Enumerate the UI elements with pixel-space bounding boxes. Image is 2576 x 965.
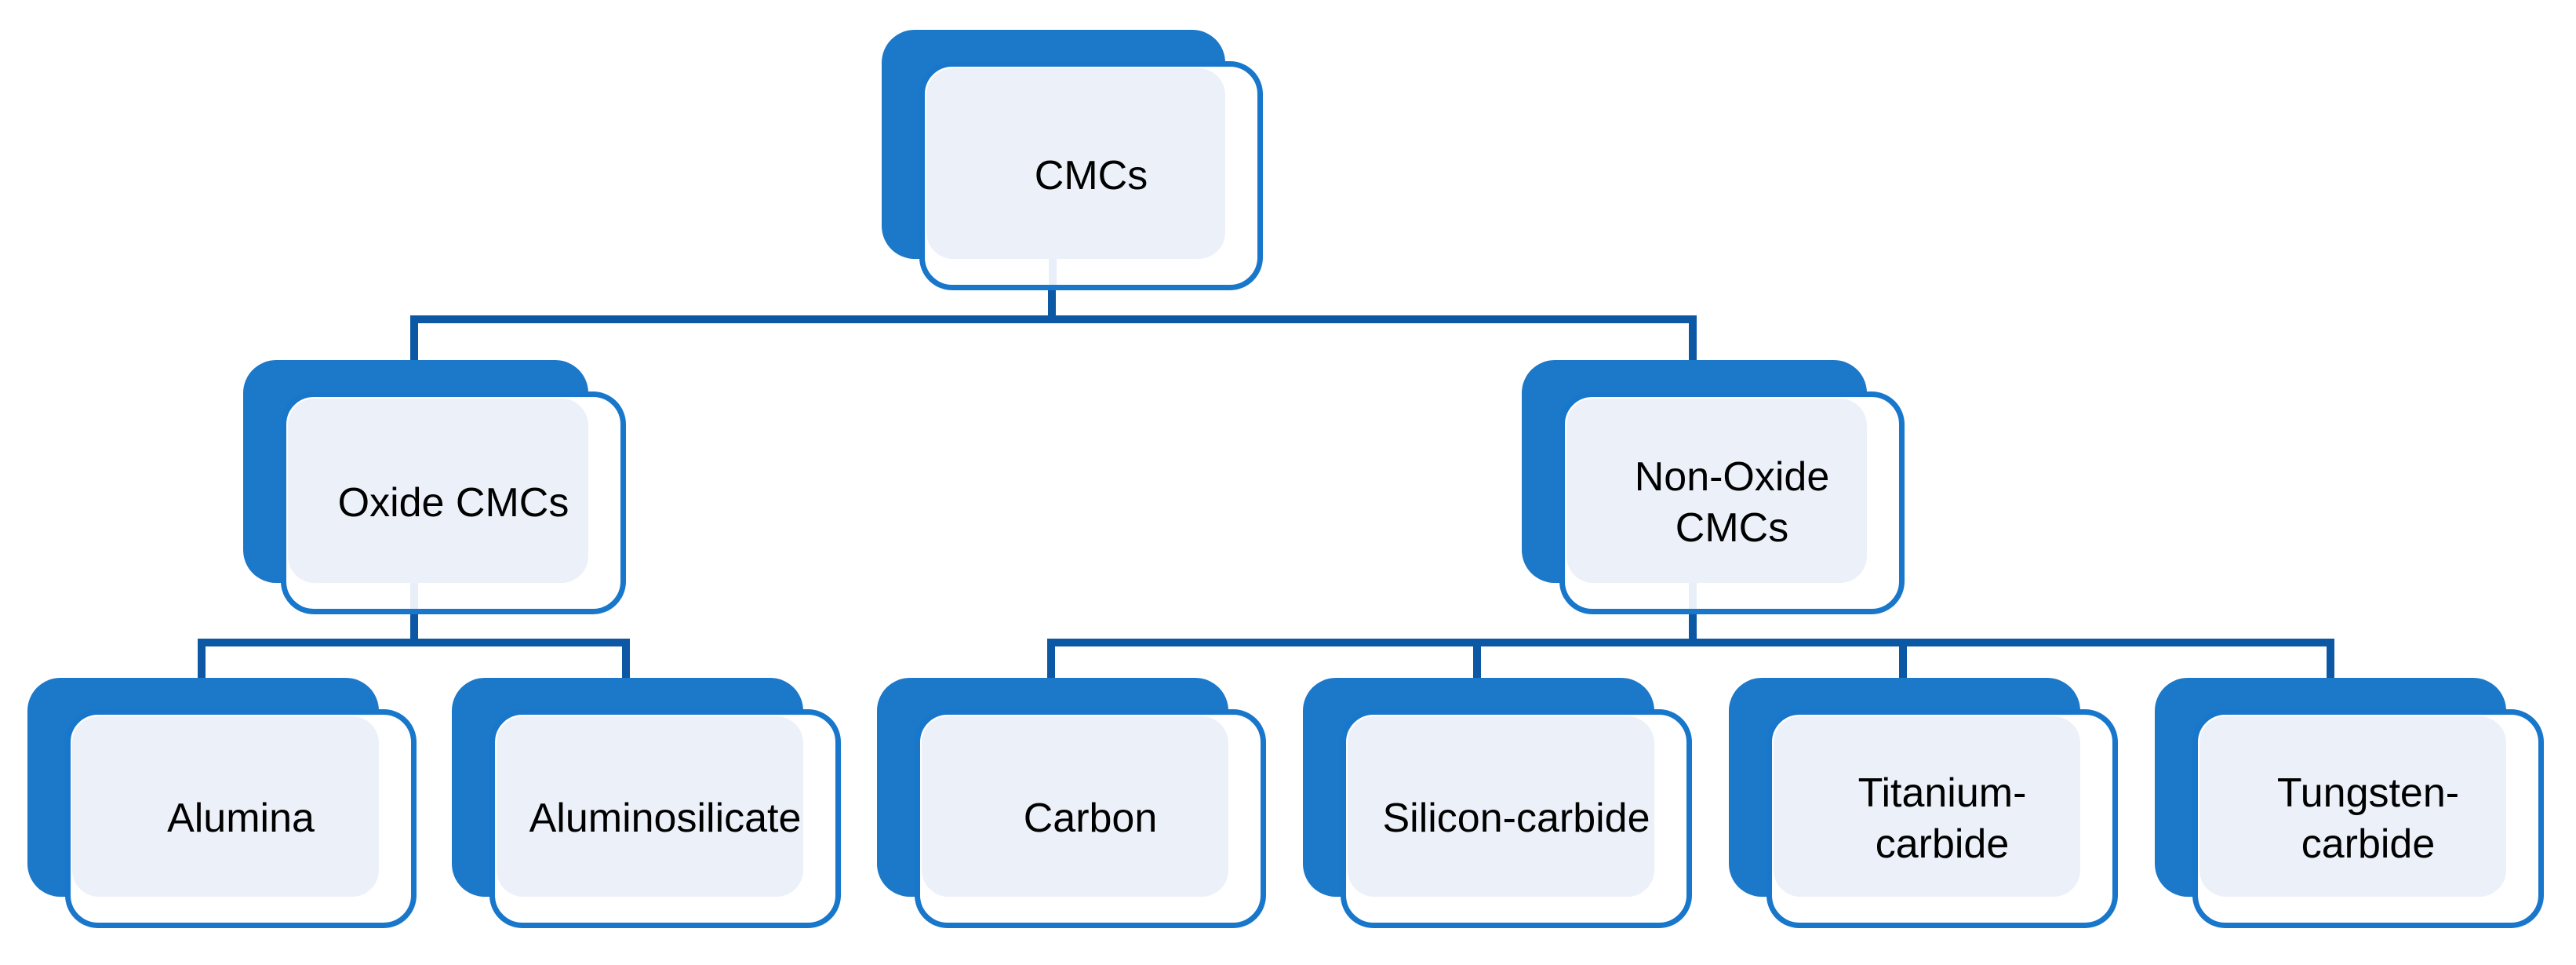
connector-drop-aluminosilicate [622, 646, 630, 678]
node-label: Titanium- carbide [1857, 770, 2027, 867]
node-card: Silicon-carbide [1341, 709, 1692, 928]
node-titanium-carbide: Titanium- carbide [1729, 678, 2118, 928]
node-label: Aluminosilicate [529, 796, 802, 841]
node-silicon-carbide: Silicon-carbide [1303, 678, 1692, 928]
node-label: Oxide CMCs [337, 479, 569, 526]
connector-bar-oxide-children [198, 639, 630, 646]
node-non-oxide-cmcs: Non-Oxide CMCs [1522, 360, 1905, 614]
node-alumina: Alumina [27, 678, 417, 928]
connector-drop-tungsten-carbide [2327, 646, 2334, 678]
node-label: Carbon [1023, 796, 1158, 841]
node-cmcs: CMCs [882, 30, 1263, 290]
node-label: Silicon-carbide [1382, 796, 1650, 841]
connector-drop-carbon [1047, 646, 1055, 678]
connector-drop-silicon-carbide [1473, 646, 1481, 678]
connector-drop-titanium-carbide [1899, 646, 1907, 678]
node-fill-panel [1566, 399, 1867, 583]
node-fill-panel [1348, 716, 1654, 897]
node-card: Non-Oxide CMCs [1559, 391, 1905, 614]
connector-drop-alumina [198, 646, 206, 678]
node-oxide-cmcs: Oxide CMCs [243, 360, 626, 614]
connector-stub-non-oxide-cmcs [1689, 614, 1697, 639]
connector-ghost-line [1689, 583, 1697, 609]
connector-ghost-line [410, 583, 418, 609]
node-fill-panel [926, 68, 1225, 259]
node-tungsten-carbide: Tungsten- carbide [2155, 678, 2544, 928]
node-fill-panel [288, 399, 588, 583]
node-label: Alumina [167, 796, 315, 841]
connector-bar-level1 [410, 315, 1697, 323]
node-card: CMCs [919, 61, 1263, 290]
node-label: Tungsten- carbide [2276, 770, 2460, 867]
node-card: Titanium- carbide [1766, 709, 2118, 928]
connector-stub-oxide-cmcs [410, 614, 418, 639]
node-fill-panel [497, 716, 803, 897]
connector-drop-non-oxide-cmcs [1689, 323, 1697, 360]
connector-stub-cmcs [1048, 290, 1056, 315]
node-label: Non-Oxide CMCs [1634, 454, 1830, 551]
node-card: Aluminosilicate [489, 709, 841, 928]
connector-ghost-line [1049, 259, 1057, 285]
node-card: Carbon [915, 709, 1266, 928]
node-card: Tungsten- carbide [2192, 709, 2544, 928]
node-label: CMCs [1034, 152, 1148, 198]
connector-drop-oxide-cmcs [410, 323, 418, 360]
node-card: Alumina [65, 709, 417, 928]
connector-bar-non-oxide-children [1047, 639, 2334, 646]
node-card: Oxide CMCs [281, 391, 626, 614]
node-fill-panel [1774, 716, 2080, 897]
node-carbon: Carbon [877, 678, 1266, 928]
node-fill-panel [922, 716, 1228, 897]
node-fill-panel [72, 716, 379, 897]
node-aluminosilicate: Aluminosilicate [452, 678, 841, 928]
node-fill-panel [2199, 716, 2506, 897]
